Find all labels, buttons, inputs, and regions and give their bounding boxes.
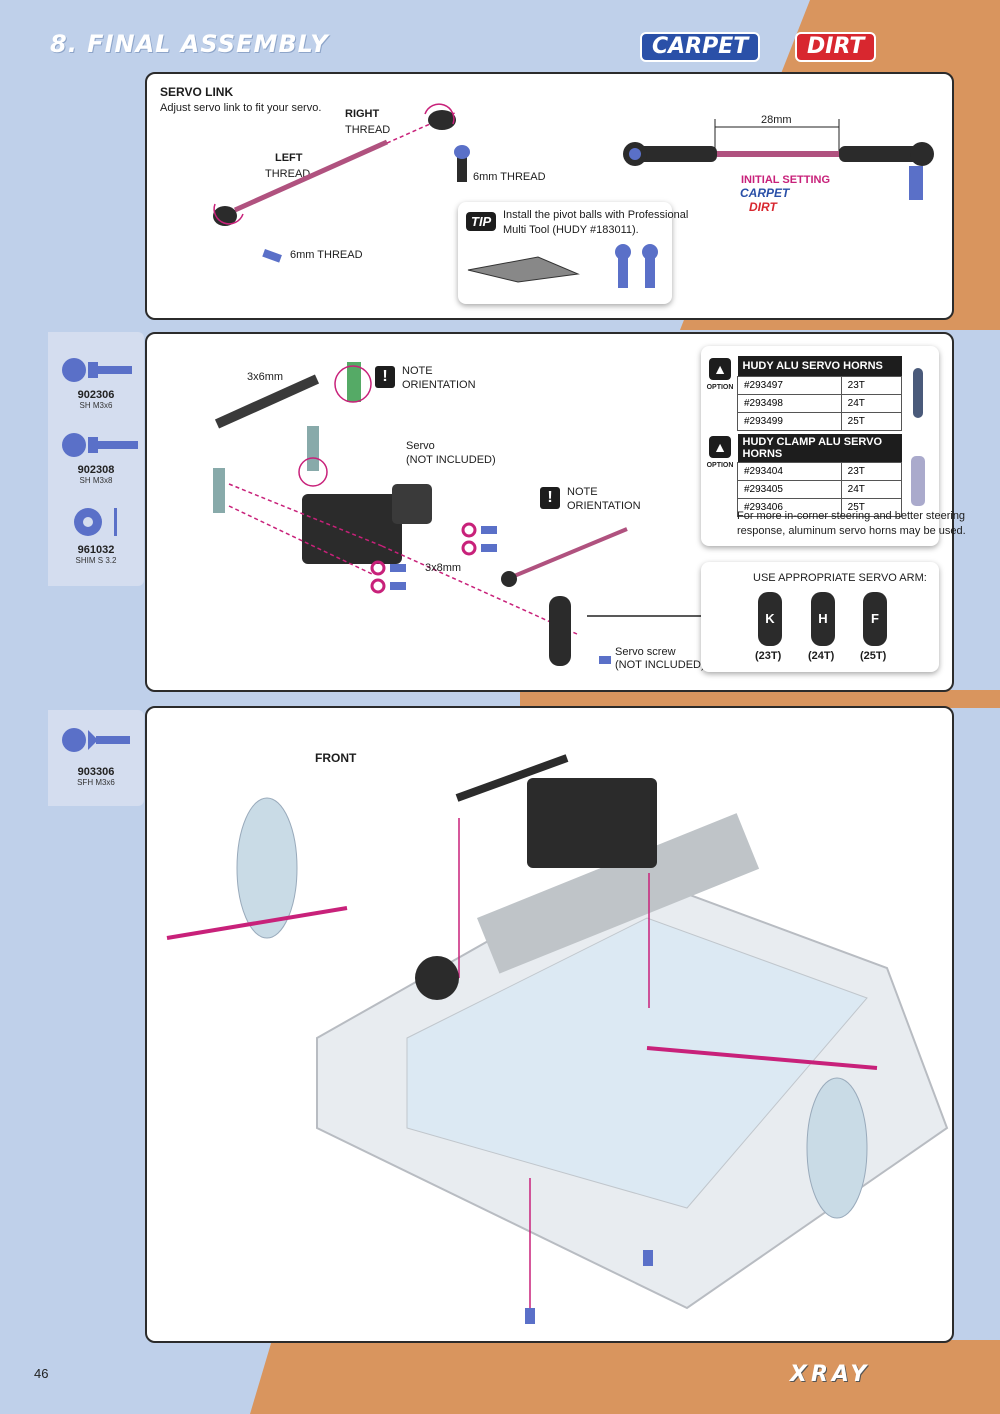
part-code: 903306 bbox=[77, 766, 115, 778]
part-desc: SH M3x8 bbox=[79, 476, 113, 485]
option-note-1: For more in-corner steering and better s… bbox=[737, 510, 966, 522]
part-code: 902306 bbox=[77, 389, 115, 401]
note1-label: NOTE bbox=[402, 365, 433, 377]
parts-icons-1 bbox=[62, 358, 138, 536]
left-thread-label: LEFT bbox=[275, 152, 303, 164]
part-item: 902308 SH M3x8 bbox=[48, 464, 144, 485]
option-note-2: response, aluminum servo horns may be us… bbox=[737, 525, 966, 537]
servo-link-subheading: Adjust servo link to fit your servo. bbox=[160, 102, 322, 114]
multi-tool-image bbox=[467, 244, 658, 288]
part-item: 961032 SHIM S 3.2 bbox=[48, 544, 144, 565]
table-cell: #293499 bbox=[737, 412, 842, 431]
servo-arm-size: (24T) bbox=[808, 650, 835, 662]
thumbs-up-icon: ▲ bbox=[709, 358, 731, 380]
initial-setting-label: INITIAL SETTING bbox=[741, 174, 831, 186]
page-number: 46 bbox=[34, 1366, 49, 1381]
note2-label-2: ORIENTATION bbox=[567, 500, 641, 512]
tip-box: TIP Install the pivot balls with Profess… bbox=[458, 202, 688, 304]
tip-tag: TIP bbox=[466, 212, 497, 231]
servo-link-heading: SERVO LINK bbox=[160, 85, 234, 99]
option-label: OPTION bbox=[706, 384, 734, 391]
servo-label: Servo bbox=[406, 440, 435, 452]
carpet-badge: CARPET bbox=[640, 32, 761, 62]
thread-label-top: 6mm THREAD bbox=[473, 171, 546, 183]
table-cell: 25T bbox=[840, 412, 903, 431]
chassis-illustration bbox=[166, 754, 949, 1324]
part-item: 903306 SFH M3x6 bbox=[48, 766, 144, 787]
part-desc: SH M3x6 bbox=[79, 401, 113, 410]
servo-mount-illustration bbox=[213, 362, 702, 666]
front-label: FRONT bbox=[315, 751, 357, 765]
servo-arm-heading: USE APPROPRIATE SERVO ARM: bbox=[753, 572, 927, 584]
thumbs-up-icon: ▲ bbox=[709, 436, 731, 458]
servo-screw-label: Servo screw bbox=[615, 646, 676, 658]
option-label: OPTION bbox=[706, 462, 734, 469]
servo-label-2: (NOT INCLUDED) bbox=[406, 454, 496, 466]
tip-text-2: Multi Tool (HUDY #183011). bbox=[503, 224, 639, 236]
table-cell: 25T bbox=[840, 498, 903, 517]
part-code: 961032 bbox=[77, 544, 115, 556]
part-code: 902308 bbox=[77, 464, 115, 476]
dirt-badge: DIRT bbox=[795, 32, 877, 62]
table-title: HUDY CLAMP ALU SERVO HORNS bbox=[737, 434, 902, 463]
servo-arm-size: (25T) bbox=[860, 650, 887, 662]
note-icon: ! bbox=[540, 487, 560, 509]
chassis-panel: FRONT bbox=[145, 706, 954, 1343]
horn-images bbox=[911, 368, 925, 506]
initial-dirt-label: DIRT bbox=[749, 200, 777, 214]
parts-sidebar-2: 903306 SFH M3x6 bbox=[48, 710, 144, 806]
servo-arm-box: USE APPROPRIATE SERVO ARM: K H F (23T) (… bbox=[701, 562, 939, 672]
page-title: 8. FINAL ASSEMBLY bbox=[50, 30, 329, 58]
servo-link-illustration bbox=[213, 103, 934, 263]
servo-arm-h: H bbox=[811, 592, 835, 646]
right-thread-label: RIGHT bbox=[345, 108, 380, 120]
note-icon: ! bbox=[375, 366, 395, 388]
part-item: 902306 SH M3x6 bbox=[48, 389, 144, 410]
note2-label: NOTE bbox=[567, 486, 598, 498]
note1-label-2: ORIENTATION bbox=[402, 379, 476, 391]
servo-arm-k: K bbox=[758, 592, 782, 646]
servo-link-panel: SERVO LINK Adjust servo link to fit your… bbox=[145, 72, 954, 320]
screw-size-a: 3x6mm bbox=[247, 371, 284, 383]
thread-label-bottom: 6mm THREAD bbox=[290, 249, 363, 261]
part-desc: SHIM S 3.2 bbox=[75, 556, 117, 565]
table-title: HUDY ALU SERVO HORNS bbox=[737, 356, 902, 377]
initial-carpet-label: CARPET bbox=[740, 186, 790, 200]
screw-size-b: 3x8mm bbox=[425, 562, 462, 574]
servo-mount-panel: 3x6mm 3x8mm ! NOTE ORIENTATION ! NOTE OR… bbox=[145, 332, 966, 692]
xray-logo: XRAY bbox=[790, 1362, 871, 1387]
servo-arm-size: (23T) bbox=[755, 650, 782, 662]
right-thread-label-2: THREAD bbox=[345, 124, 391, 136]
left-thread-label-2: THREAD bbox=[265, 168, 311, 180]
parts-icons-2 bbox=[62, 728, 130, 752]
part-desc: SFH M3x6 bbox=[77, 778, 115, 787]
dimension-label: 28mm bbox=[761, 114, 792, 126]
servo-screw-label-2: (NOT INCLUDED) bbox=[615, 659, 705, 671]
tip-text-1: Install the pivot balls with Professiona… bbox=[503, 209, 689, 221]
servo-arm-f: F bbox=[863, 592, 887, 646]
parts-sidebar-1: 902306 SH M3x6 902308 SH M3x8 961032 SHI… bbox=[48, 332, 144, 586]
